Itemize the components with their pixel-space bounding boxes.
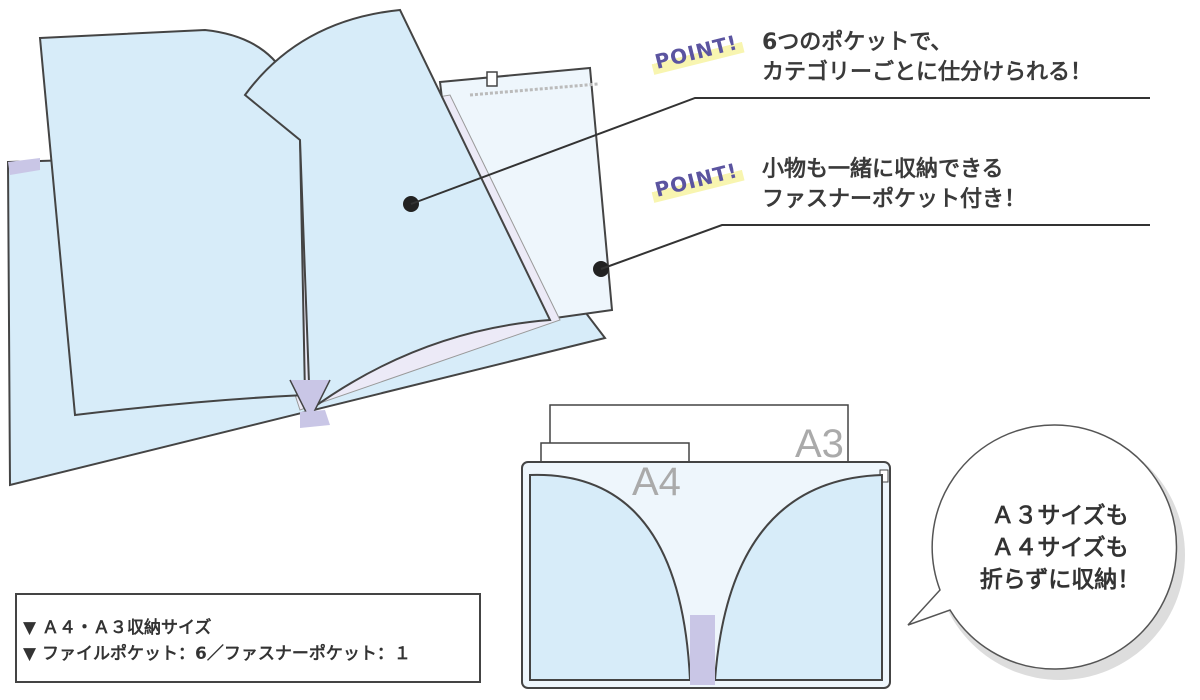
bubble-line-1: Ａ３サイズも — [991, 503, 1129, 529]
spec-line-size: ▼ Ａ４・Ａ３収納サイズ — [23, 618, 212, 638]
point-1-line-2: カテゴリーごとに仕分けられる！ — [762, 60, 1093, 85]
right-pocket-page — [243, 8, 552, 412]
point-2-line-1: 小物も一緒に収納できる — [762, 157, 1004, 182]
speech-bubble — [907, 424, 1178, 670]
spec-line-pockets: ▼ ファイルポケット：6／ファスナーポケット：１ — [23, 644, 411, 664]
bubble-line-2: Ａ４サイズも — [991, 535, 1129, 561]
holder-left-pocket — [529, 473, 692, 681]
point-1-line-1: 6つのポケットで、 — [762, 30, 953, 55]
bubble-text: Ａ３サイズも Ａ４サイズも 折らずに収納！ — [975, 500, 1145, 596]
callout-line-1 — [410, 97, 1150, 205]
a4-label: A4 — [632, 460, 681, 504]
point-text-2: 小物も一緒に収納できる ファスナーポケット付き！ — [762, 155, 1026, 215]
callout-line-2 — [600, 224, 1150, 270]
point-text-1: 6つのポケットで、 カテゴリーごとに仕分けられる！ — [762, 28, 1092, 88]
holder-right-pocket — [713, 473, 883, 681]
a3-label: A3 — [795, 422, 844, 466]
spec-box: ▼ Ａ４・Ａ３収納サイズ ▼ ファイルポケット：6／ファスナーポケット：１ — [15, 593, 481, 683]
point-2-line-2: ファスナーポケット付き！ — [762, 187, 1027, 212]
bubble-line-3: 折らずに収納！ — [979, 567, 1141, 593]
